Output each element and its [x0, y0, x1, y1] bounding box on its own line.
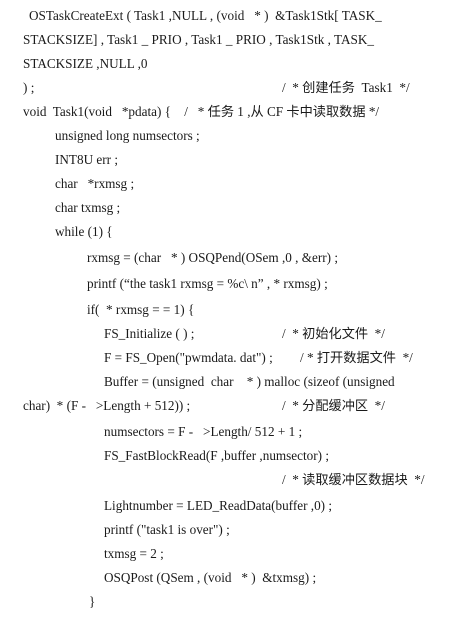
code-line: FS_FastBlockRead(F ,buffer ,numsector) ;: [104, 448, 330, 463]
code-comment: / * 分配缓冲区 */: [282, 398, 385, 413]
code-line: STACKSIZE] , Task1 _ PRIO , Task1 _ PRIO…: [23, 32, 374, 47]
code-line: F = FS_Open("pwmdata. dat") ;: [104, 350, 273, 365]
code-line: char txmsg ;: [55, 200, 121, 215]
code-line: OSTaskCreateExt ( Task1 ,NULL , (void * …: [29, 8, 382, 23]
code-line: txmsg = 2 ;: [104, 546, 164, 561]
code-line: INT8U err ;: [55, 152, 118, 167]
code-line: STACKSIZE ,NULL ,0: [23, 56, 148, 71]
code-line: FS_Initialize ( ) ;: [104, 326, 195, 341]
code-line: }: [89, 594, 96, 609]
code-line: Lightnumber = LED_ReadData(buffer ,0) ;: [104, 498, 333, 513]
code-comment: / * 创建任务 Task1 */: [282, 80, 410, 95]
code-line: OSQPost (QSem , (void * ) &txmsg) ;: [104, 570, 317, 585]
code-line: if( * rxmsg = = 1) {: [87, 302, 195, 317]
code-comment: / * 读取缓冲区数据块 */: [282, 472, 425, 487]
code-comment: / * 初始化文件 */: [282, 326, 385, 341]
code-line: void Task1(void *pdata) { / * 任务 1 ,从 CF…: [23, 104, 380, 119]
code-line: unsigned long numsectors ;: [55, 128, 200, 143]
code-line: char *rxmsg ;: [55, 176, 135, 191]
code-line: numsectors = F - >Length/ 512 + 1 ;: [104, 424, 303, 439]
code-comment: / * 打开数据文件 */: [300, 350, 413, 365]
code-line: while (1) {: [55, 224, 113, 239]
code-line: printf (“the task1 rxmsg = %c\ n” , * rx…: [87, 276, 328, 291]
code-line: ) ;: [23, 80, 35, 95]
code-line: Buffer = (unsigned char * ) malloc (size…: [104, 374, 395, 389]
code-line: char) * (F - >Length + 512)) ;: [23, 398, 191, 413]
code-line: printf ("task1 is over") ;: [104, 522, 230, 537]
code-line: rxmsg = (char * ) OSQPend(OSem ,0 , &err…: [87, 250, 338, 265]
